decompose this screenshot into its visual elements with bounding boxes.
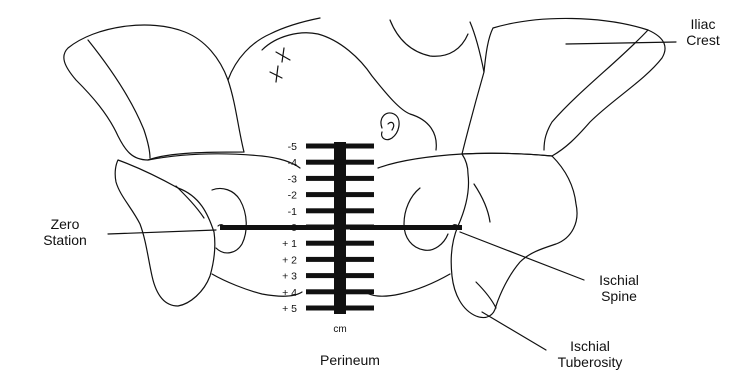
- station-rung: [306, 144, 374, 149]
- station-number: -1: [288, 206, 297, 218]
- station-rung: [306, 160, 374, 165]
- iliac-crest-label-line2: Crest: [676, 32, 730, 48]
- station-rung: [306, 257, 374, 262]
- left-ilium-outline: [64, 25, 244, 160]
- station-scale: [306, 142, 374, 314]
- fetal-scalp-mark-2: [270, 66, 282, 82]
- leader-zero-station: [108, 230, 216, 234]
- left-ilium-inner-ridge: [88, 40, 150, 158]
- right-tuberosity-curve: [476, 282, 496, 308]
- station-rung: [306, 208, 374, 213]
- leader-ischial-tuberosity: [482, 312, 546, 350]
- station-number: -4: [288, 157, 297, 169]
- ischial-tuberosity-label: Ischial Tuberosity: [540, 338, 640, 370]
- left-obturator: [212, 188, 246, 252]
- fetal-scalp-mark-1: [276, 48, 290, 62]
- station-number: + 5: [282, 303, 297, 315]
- station-number: -2: [288, 190, 297, 202]
- right-ilium-inner-ridge: [544, 30, 648, 150]
- perineum-label: Perineum: [290, 352, 410, 368]
- iliac-crest-label: Iliac Crest: [676, 16, 730, 48]
- fetal-ear-inner: [388, 122, 394, 130]
- station-rung: [306, 241, 374, 246]
- station-rung: [306, 289, 374, 294]
- station-rung: [306, 176, 374, 181]
- iliac-crest-label-line1: Iliac: [676, 16, 730, 32]
- ischial-spine-label: Ischial Spine: [582, 272, 656, 304]
- right-inner-curve: [474, 184, 490, 222]
- zero-station-label-line2: Station: [28, 232, 102, 248]
- ischial-spine-label-line2: Spine: [582, 288, 656, 304]
- station-number: + 1: [282, 238, 297, 250]
- ischial-tuberosity-label-line2: Tuberosity: [540, 354, 640, 370]
- ischial-tuberosity-label-line1: Ischial: [540, 338, 640, 354]
- sacrum-right: [470, 22, 484, 72]
- ischial-spine-label-line1: Ischial: [582, 272, 656, 288]
- zero-station-label-line1: Zero: [28, 216, 102, 232]
- station-number: + 2: [282, 254, 297, 266]
- right-obturator: [404, 188, 448, 250]
- right-ilium-outline: [462, 18, 665, 156]
- pelvic-brim: [148, 154, 300, 168]
- station-rung: [306, 306, 374, 311]
- station-scale-unit: cm: [333, 324, 346, 335]
- station-number: -5: [288, 141, 297, 153]
- station-rung: [306, 192, 374, 197]
- station-rung: [306, 273, 374, 278]
- station-number: + 4: [282, 287, 297, 299]
- fetal-head-outline: [262, 33, 436, 150]
- station-number: + 3: [282, 271, 297, 283]
- station-number: 0: [291, 222, 297, 234]
- sacrum-outline: [228, 18, 320, 80]
- fetal-head-curve: [390, 20, 468, 56]
- left-inner-curve: [176, 186, 204, 218]
- station-number: -3: [288, 173, 297, 185]
- leader-iliac-crest: [566, 42, 676, 44]
- station-rung: [306, 225, 374, 230]
- right-pubic-arch: [366, 274, 450, 296]
- fetal-ear: [381, 113, 399, 140]
- zero-station-label: Zero Station: [28, 216, 102, 248]
